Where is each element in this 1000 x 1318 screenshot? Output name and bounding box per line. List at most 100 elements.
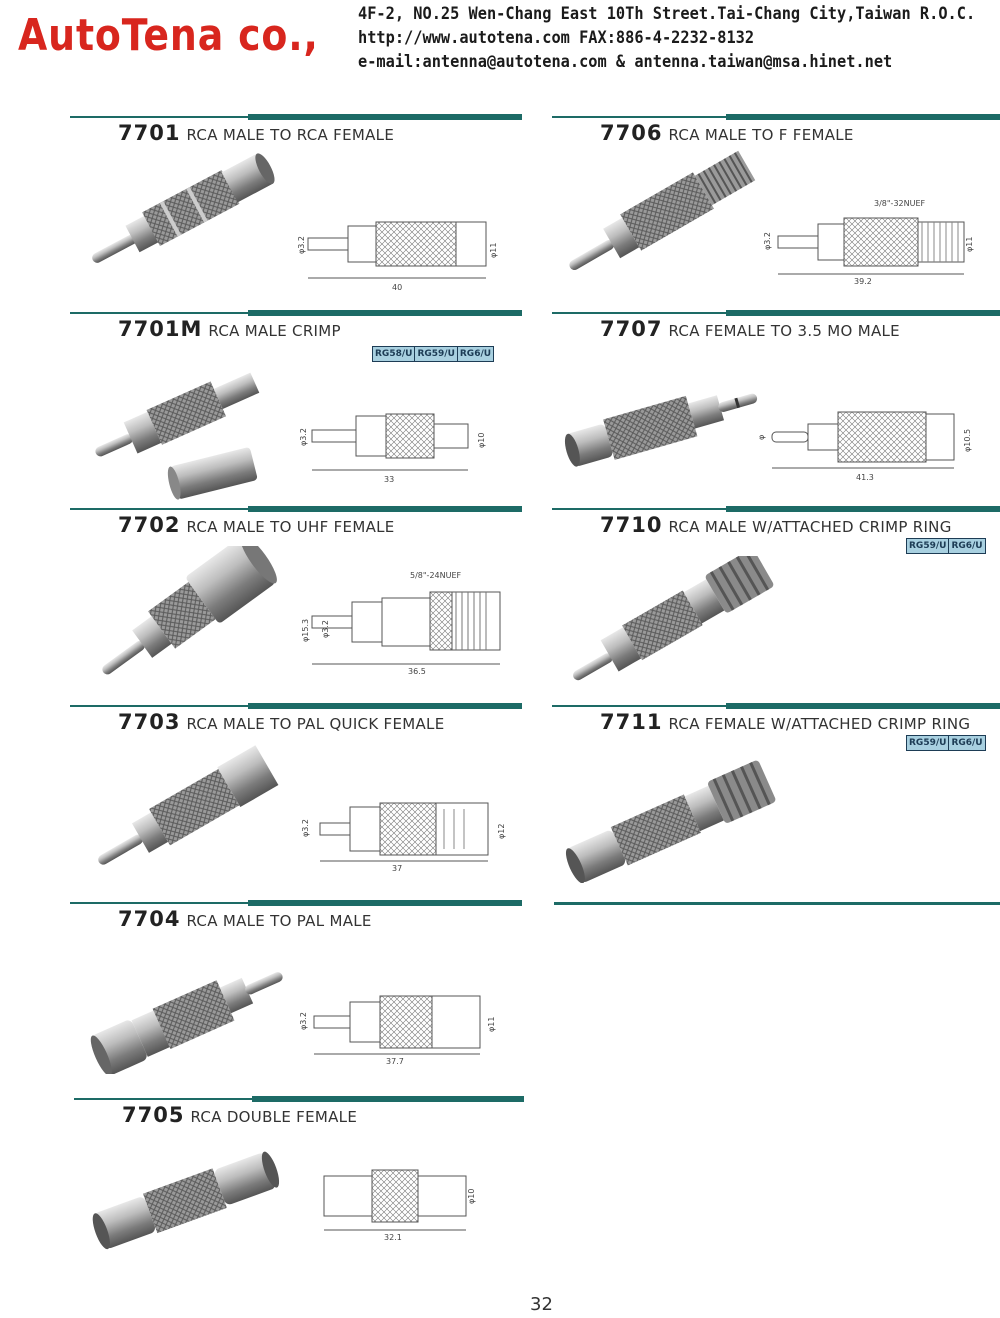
product-7703: 7703 RCA MALE TO PAL QUICK FEMALE 37 φ3.2…: [70, 703, 522, 899]
cable-tags: RG59/U RG6/U: [906, 735, 986, 751]
product-title: 7705 RCA DOUBLE FEMALE: [122, 1103, 357, 1127]
connector-photo: [102, 546, 277, 675]
product-code: 7707: [600, 317, 663, 341]
product-title: 7706 RCA MALE TO F FEMALE: [600, 121, 854, 145]
dimension-drawing: 37.7 φ3.2 φ11: [299, 995, 496, 1066]
column-separator: [554, 902, 1000, 905]
product-code: 7703: [118, 710, 181, 734]
cable-tag: RG6/U: [456, 347, 493, 361]
product-7704: 7704 RCA MALE TO PAL MALE 37.7 φ3.2 φ11: [70, 900, 522, 1096]
product-title: 7701M RCA MALE CRIMP: [118, 317, 341, 341]
cable-tag: RG6/U: [948, 539, 984, 553]
diameter-dimension: φ12: [497, 824, 506, 839]
thread-dimension: 5/8"-24NUEF: [410, 571, 462, 580]
length-dimension: 37: [392, 864, 402, 873]
connector-photo: [98, 745, 279, 865]
product-7701: 7701 RCA MALE TO RCA FEMALE 40 φ3.2 φ11: [70, 114, 522, 310]
length-dimension: 33: [384, 475, 394, 484]
diameter-dimension: φ11: [487, 1017, 496, 1032]
diameter-dimension: φ15.3: [301, 619, 310, 642]
thread-dimension: 3/8"-32NUEF: [874, 199, 926, 208]
product-title: 7702 RCA MALE TO UHF FEMALE: [118, 513, 395, 537]
product-title: 7711 RCA FEMALE W/ATTACHED CRIMP RING: [600, 710, 970, 734]
cable-tag: RG6/U: [948, 736, 984, 750]
product-description: RCA MALE W/ATTACHED CRIMP RING: [668, 518, 952, 536]
diameter-dimension: φ11: [489, 243, 498, 258]
connector-photo: [95, 372, 260, 500]
email-line: e-mail:antenna@autotena.com & antenna.ta…: [358, 52, 893, 72]
product-title: 7707 RCA FEMALE TO 3.5 MO MALE: [600, 317, 900, 341]
dimension-drawing: 32.1 φ10: [323, 1169, 476, 1242]
product-title: 7703 RCA MALE TO PAL QUICK FEMALE: [118, 710, 444, 734]
product-title: 7710 RCA MALE W/ATTACHED CRIMP RING: [600, 513, 952, 537]
connector-photo: [573, 556, 774, 681]
connector-photo: [92, 153, 275, 263]
product-title: 7701 RCA MALE TO RCA FEMALE: [118, 121, 394, 145]
pin-dimension: φ3.2: [301, 819, 310, 837]
connector-photo: [564, 393, 758, 467]
diameter-dimension: φ10.5: [963, 429, 972, 452]
product-code: 7710: [600, 513, 663, 537]
pin-dimension: φ3.2: [299, 1012, 308, 1030]
product-title: 7704 RCA MALE TO PAL MALE: [118, 907, 372, 931]
cable-tag: RG58/U: [375, 349, 413, 359]
length-dimension: 40: [392, 283, 402, 292]
page-number: 32: [530, 1294, 553, 1315]
product-description: RCA FEMALE TO 3.5 MO MALE: [668, 322, 900, 340]
product-description: RCA MALE TO PAL MALE: [186, 912, 372, 930]
product-code: 7704: [118, 907, 181, 931]
connector-photo: [565, 760, 776, 883]
product-7702: 7702 RCA MALE TO UHF FEMALE 5/8"-24NUEF 3…: [70, 506, 522, 702]
product-code: 7706: [600, 121, 663, 145]
product-description: RCA MALE TO PAL QUICK FEMALE: [186, 715, 445, 733]
cable-tag: RG59/U: [909, 541, 947, 551]
pin-dimension: φ: [757, 435, 766, 440]
diameter-dimension: φ10: [477, 433, 486, 448]
pin-dimension: φ3.2: [298, 236, 306, 254]
diameter-dimension: φ10: [467, 1189, 476, 1204]
product-description: RCA MALE CRIMP: [208, 322, 341, 340]
address-line: 4F-2, NO.25 Wen-Chang East 10Th Street.T…: [358, 4, 976, 24]
dimension-drawing: 33 φ3.2 φ10: [299, 413, 486, 484]
connector-photo: [569, 150, 756, 270]
dimension-drawing: 37 φ3.2 φ12: [301, 802, 506, 873]
product-7710: 7710 RCA MALE W/ATTACHED CRIMP RING RG59/…: [552, 506, 1000, 702]
pin-dimension: φ3.2: [299, 428, 308, 446]
length-dimension: 41.3: [856, 473, 874, 482]
product-7707: 7707 RCA FEMALE TO 3.5 MO MALE 41.3 φ φ10…: [552, 310, 1000, 506]
dimension-drawing: 40 φ3.2 φ11: [298, 221, 498, 292]
product-code: 7701M: [118, 317, 203, 341]
web-fax-line: http://www.autotena.com FAX:886-4-2232-8…: [358, 28, 755, 48]
diameter-dimension: φ11: [965, 237, 974, 252]
cable-tag: RG59/U: [909, 738, 947, 748]
connector-photo: [92, 1151, 280, 1250]
contact-block: 4F-2, NO.25 Wen-Chang East 10Th Street.T…: [358, 2, 998, 74]
product-description: RCA MALE TO RCA FEMALE: [186, 126, 395, 144]
product-description: RCA FEMALE W/ATTACHED CRIMP RING: [668, 715, 971, 733]
product-7711: 7711 RCA FEMALE W/ATTACHED CRIMP RING RG5…: [552, 703, 1000, 899]
product-7706: 7706 RCA MALE TO F FEMALE 3/8"-32NUEF 39.…: [552, 114, 1000, 310]
product-description: RCA DOUBLE FEMALE: [190, 1108, 358, 1126]
pin-dimension: φ3.2: [321, 620, 330, 638]
product-description: RCA MALE TO UHF FEMALE: [186, 518, 395, 536]
cable-tags: RG58/U RG59/U RG6/U: [372, 346, 495, 362]
product-code: 7702: [118, 513, 181, 537]
pin-dimension: φ3.2: [763, 232, 772, 250]
dimension-drawing: 41.3 φ φ10.5: [757, 411, 972, 482]
length-dimension: 39.2: [854, 277, 872, 286]
cable-tags: RG59/U RG6/U: [906, 538, 986, 554]
connector-photo: [90, 972, 283, 1074]
length-dimension: 37.7: [386, 1057, 404, 1066]
length-dimension: 32.1: [384, 1233, 402, 1242]
product-7705: 7705 RCA DOUBLE FEMALE 32.1 φ10: [74, 1096, 524, 1292]
length-dimension: 36.5: [408, 667, 426, 676]
cable-tag: RG59/U: [414, 347, 456, 361]
product-description: RCA MALE TO F FEMALE: [668, 126, 854, 144]
brand-logo: AutoTena co.,: [18, 10, 319, 61]
dimension-drawing: 3/8"-32NUEF 39.2 φ3.2 φ11: [763, 199, 974, 286]
product-code: 7705: [122, 1103, 185, 1127]
dimension-drawing: 5/8"-24NUEF 36.5 φ15.3 φ3.2: [301, 571, 501, 676]
product-code: 7701: [118, 121, 181, 145]
product-code: 7711: [600, 710, 663, 734]
